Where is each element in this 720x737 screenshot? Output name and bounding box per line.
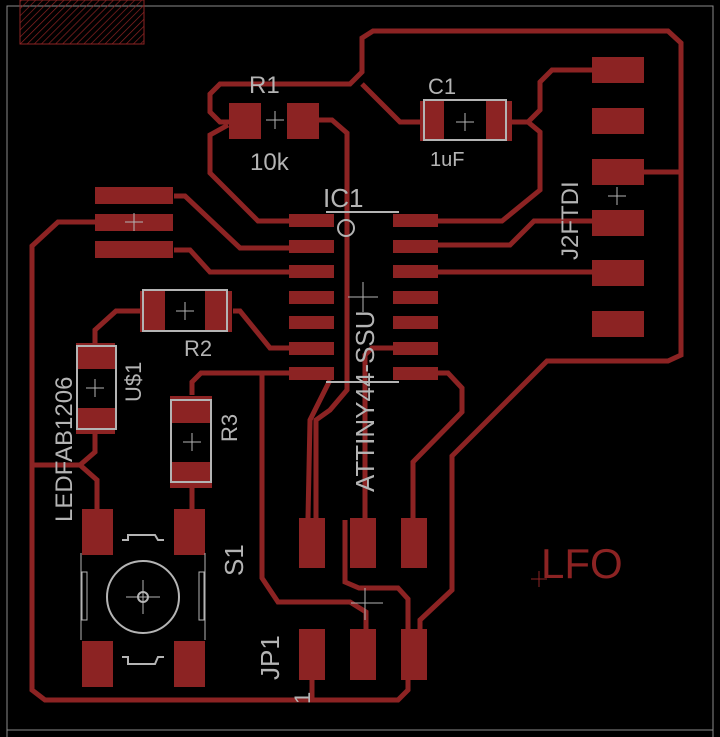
trace-vcc-to-ftdi [417, 172, 684, 640]
trace-c1-gnd [420, 120, 543, 224]
s1-pad-2 [174, 509, 205, 555]
ftdi-pad-3 [592, 159, 644, 185]
trace-ic-right-low [410, 370, 465, 518]
ic1-pin-3 [289, 265, 334, 278]
led-pad-1 [76, 343, 115, 369]
r3-body [170, 399, 212, 483]
jp1-pin1-label: 1 [290, 692, 315, 704]
jp1-pad-1 [299, 629, 325, 680]
ftdi-pad-2 [592, 108, 644, 134]
trace-isp-2-gnd [29, 219, 300, 703]
ic1-pin-9 [393, 342, 438, 355]
isp-pad-3 [95, 241, 173, 258]
led-body [76, 345, 117, 430]
ftdi-pad-6 [592, 311, 644, 337]
ic1-pin-11 [393, 291, 438, 304]
trace-ic-right-6 [362, 345, 395, 518]
jp1-name-label: JP1 [255, 635, 285, 680]
r3-name-label: R3 [217, 414, 242, 442]
keepout-region [19, 0, 145, 45]
jp1-pad-3 [401, 629, 427, 680]
c1-name-label: C1 [428, 74, 456, 99]
ic1-pin-1 [289, 214, 334, 227]
led-pad-2 [76, 408, 115, 434]
ftdi-pad-4 [592, 210, 644, 236]
conn-pad-upper-1 [299, 518, 325, 568]
ic1-pin-14 [393, 214, 438, 227]
trace-c1-right [512, 67, 600, 125]
r1-pad-1 [229, 103, 261, 139]
board-outline [6, 5, 714, 737]
ic1-name-label: IC1 [323, 183, 363, 213]
conn-pad-upper-2 [350, 518, 376, 568]
ic1-pin-7 [289, 367, 334, 380]
r2-name-label: R2 [184, 336, 212, 361]
s1-pad-4 [174, 641, 205, 687]
ic1-pin1-marker [337, 219, 355, 237]
trace-c1-left [360, 82, 420, 125]
trace-r2-led [92, 308, 140, 345]
r1-name-label: R1 [249, 72, 280, 99]
ic1-pin-13 [393, 240, 438, 253]
trace-r1-ic-pin1 [207, 122, 300, 224]
ic1-value-label: ATTINY44-SSU [350, 310, 380, 492]
ic1-pin-4 [289, 291, 334, 304]
trace-isp-3 [174, 247, 300, 275]
trace-led-s1 [76, 430, 100, 512]
trace-mid-to-jp [300, 520, 411, 703]
trace-isp-1 [174, 193, 300, 251]
s1-pad-1 [82, 509, 113, 555]
r2-pad-1 [140, 291, 165, 332]
isp-pad-1 [95, 187, 173, 204]
r3-pad-2 [170, 462, 212, 488]
origin-markers [86, 111, 626, 620]
s1-pad-3 [82, 641, 113, 687]
trace-r2-ic [233, 308, 300, 351]
trace-ic-jp1 [259, 373, 369, 632]
c1-body [423, 99, 507, 141]
u1-value-label: LEDFAB1206 [51, 377, 78, 522]
jp1-pad-2 [350, 629, 376, 680]
s1-actuator [106, 560, 180, 634]
u1-name-label: U$1 [121, 362, 146, 402]
trace-ic-mosi [305, 378, 333, 519]
ic1-pin-12 [393, 265, 438, 278]
ic1-pin-10 [393, 316, 438, 329]
ic1-pin-2 [289, 240, 334, 253]
r1-pad-2 [287, 103, 319, 139]
r1-value-label: 10k [250, 149, 290, 176]
ic1-pin-8 [393, 367, 438, 380]
s1-name-label: S1 [219, 544, 249, 576]
trace-r3-ic [189, 370, 300, 395]
s1-outline [80, 534, 206, 665]
trace-ic-ftdi-1 [420, 218, 600, 248]
ic1-pin-5 [289, 316, 334, 329]
traces [29, 28, 684, 703]
trace-r1-right [313, 117, 350, 520]
j2-label: J2FTDI [557, 181, 584, 260]
trace-vcc-loop [207, 28, 684, 175]
r2-body [142, 289, 228, 332]
ftdi-pad-1 [592, 57, 644, 83]
ftdi-pad-5 [592, 260, 644, 286]
ic1-pin-6 [289, 342, 334, 355]
conn-pad-upper-3 [401, 518, 427, 568]
c1-pad-2 [486, 101, 512, 141]
c1-value-label: 1uF [430, 149, 464, 171]
board-label: LFO [541, 540, 623, 587]
